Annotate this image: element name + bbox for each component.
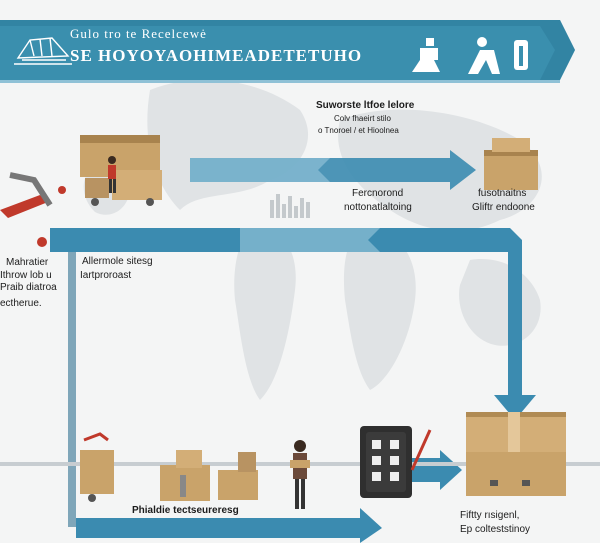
number-one-icon	[514, 40, 528, 70]
label-top-center-sub1: Colv fhaeirt stilo	[334, 114, 391, 123]
truck-icon	[412, 38, 440, 72]
label-bottom-center: Phialdie tectseureresg	[132, 505, 239, 516]
flow-arrows	[0, 150, 600, 543]
label-top-center-sub2: o Tnoroel / et Hioolnea	[318, 126, 399, 135]
label-mid-center-2: nottonatlaltoing	[344, 202, 412, 213]
drill-tool-icon	[0, 172, 66, 218]
header-line-2: SE HOYOYAOHIMEADETETUHO	[70, 46, 363, 65]
arrow-to-final	[412, 450, 462, 490]
label-left-3: Praib diatroa	[0, 282, 57, 293]
arrow-bottom	[76, 508, 382, 543]
hand-truck-bottom-left	[80, 432, 114, 502]
label-mid-left-2: Iartproroast	[80, 270, 132, 281]
phone-device-icon	[360, 426, 432, 498]
label-bottom-right-1: Fiftty rısigenl,	[460, 510, 520, 521]
package-top-left	[80, 135, 162, 206]
header-banner	[0, 20, 575, 83]
label-right-top-2: Gliftr endoone	[472, 202, 535, 213]
person-courier-icon	[290, 440, 310, 509]
package-stack-bottom	[160, 450, 258, 501]
skyline-silhouette	[270, 194, 310, 218]
label-top-center-title: Suworste ltfoe lelore	[316, 100, 415, 111]
label-left-2: Ithrow lob u	[0, 270, 52, 281]
arrow-middle-band	[50, 228, 536, 420]
label-right-top-1: fusotnaitns	[478, 188, 527, 199]
label-bottom-right-2: Ep colteststinoy	[460, 524, 531, 535]
label-left-4: ectherue.	[0, 298, 42, 309]
header-line-1: Gulo tro te Recelcewė	[70, 26, 207, 41]
label-mid-left-1: Allermole sitesg	[82, 256, 153, 267]
alarm-dot-icon	[37, 237, 47, 247]
label-mid-center-1: Fercnorond	[352, 188, 404, 199]
label-left-1: Mahratier	[6, 257, 49, 268]
worker-icon	[468, 37, 500, 74]
left-vertical-connector	[68, 252, 76, 527]
person-worker-icon	[108, 156, 116, 193]
package-final	[466, 412, 566, 496]
warehouse-sketch-icon	[14, 37, 72, 65]
package-top-right	[484, 138, 538, 190]
world-map-icon	[83, 79, 542, 400]
